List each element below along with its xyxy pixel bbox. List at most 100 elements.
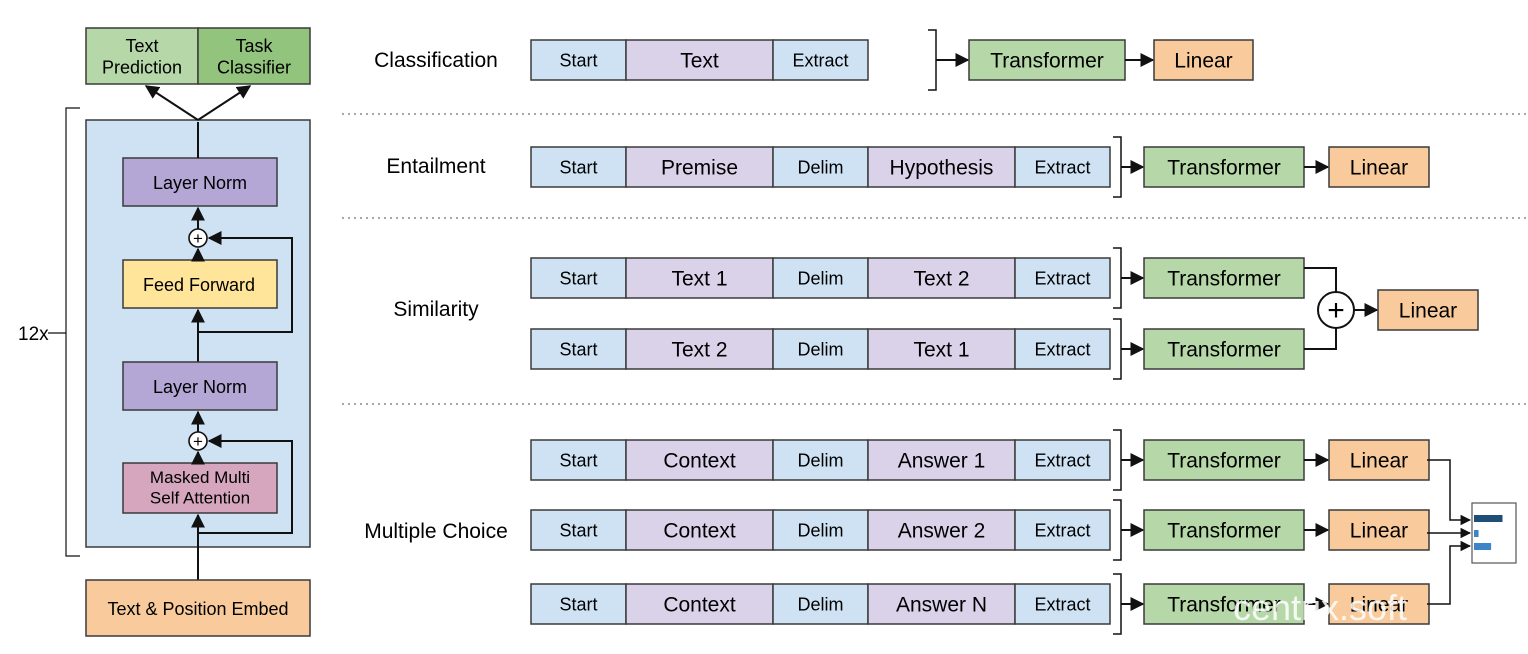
classification-transformer <box>968 39 1126 81</box>
similarity-bracket-1 <box>1113 247 1122 309</box>
similarity-row-1-token-2 <box>772 257 869 299</box>
entailment-transformer-label: Transformer <box>1167 157 1281 180</box>
repeat-label: 12x <box>18 324 49 345</box>
softmax-bar-3 <box>1474 543 1492 550</box>
multiple-choice-row-1-token-label-0: Start <box>559 450 597 470</box>
multiple-choice-row-1-token-label-4: Extract <box>1034 450 1090 470</box>
arrow-to-task-classifier <box>197 85 252 121</box>
entailment-token-2 <box>772 146 869 188</box>
similarity-transformer-2 <box>1143 328 1305 370</box>
similarity-bracket-2 <box>1113 318 1122 380</box>
multiple-choice-row-1-token-label-3: Answer 1 <box>898 450 986 473</box>
multiple-choice-row-2-token-label-2: Delim <box>797 520 843 540</box>
multiple-choice-row-2-token-1 <box>625 509 774 551</box>
multiple-choice-row-2-token-2 <box>772 509 869 551</box>
similarity-merge-top <box>1304 267 1337 292</box>
similarity-row-1-token-1 <box>625 257 774 299</box>
multiple-choice-row-3-token-3 <box>867 583 1016 625</box>
multiple-choice-row-3-token-label-2: Delim <box>797 594 843 614</box>
softmax-box <box>1471 502 1517 564</box>
multiple-choice-linear-label-3: Linear <box>1350 594 1408 617</box>
multiple-choice-row-2-token-0 <box>530 509 627 551</box>
similarity-row-1-token-4 <box>1014 257 1111 299</box>
multiple-choice-row-2-token-label-4: Extract <box>1034 520 1090 540</box>
arrow-to-text-prediction <box>144 85 199 121</box>
multiple-choice-bracket-1 <box>1113 429 1122 491</box>
similarity-row-2-token-label-1: Text 2 <box>671 339 727 362</box>
classification-token-label-1: Text <box>680 50 719 73</box>
masked-self-attention <box>122 462 278 514</box>
entailment-bracket <box>1113 136 1122 198</box>
multiple-choice-row-3-token-label-3: Answer N <box>896 594 987 617</box>
multiple-choice-bracket-3 <box>1113 573 1122 635</box>
classification-linear-label: Linear <box>1174 50 1232 73</box>
multiple-choice-row-3-token-2 <box>772 583 869 625</box>
task-classifier-head <box>197 27 311 85</box>
similarity-merge-bottom <box>1304 328 1337 350</box>
layer-norm-top <box>122 157 278 207</box>
watermark: centrix.soft <box>1233 587 1407 628</box>
multiple-choice-linear-label-1: Linear <box>1350 450 1408 473</box>
similarity-row-1-token-label-0: Start <box>559 268 597 288</box>
text-prediction-head <box>85 27 199 85</box>
classification-linear <box>1153 39 1254 81</box>
multiple-choice-transformer-label-2: Transformer <box>1167 520 1281 543</box>
entailment-token-4 <box>1014 146 1111 188</box>
repeat-bracket <box>65 107 80 557</box>
similarity-row-1-token-0 <box>530 257 627 299</box>
multiple-choice-to-softmax-3 <box>1427 540 1472 605</box>
multiple-choice-row-3-token-0 <box>530 583 627 625</box>
multiple-choice-row-3-token-4 <box>1014 583 1111 625</box>
multiple-choice-row-2-token-label-0: Start <box>559 520 597 540</box>
residual-connection-bottom <box>198 434 293 534</box>
similarity-row-2-token-label-3: Text 1 <box>913 339 969 362</box>
multiple-choice-transformer-label-1: Transformer <box>1167 450 1281 473</box>
similarity-row-2-token-0 <box>530 328 627 370</box>
similarity-transformer-label-2: Transformer <box>1167 339 1281 362</box>
multiple-choice-row-1-token-4 <box>1014 439 1111 481</box>
multiple-choice-row-2-token-label-3: Answer 2 <box>898 520 986 543</box>
multiple-choice-row-1-token-label-2: Delim <box>797 450 843 470</box>
entailment-token-label-3: Hypothesis <box>890 157 994 180</box>
multiple-choice-linear-label-2: Linear <box>1350 520 1408 543</box>
similarity-row-1-token-label-1: Text 1 <box>671 268 727 291</box>
task-label-similarity: Similarity <box>393 298 479 321</box>
entailment-token-label-1: Premise <box>661 157 738 180</box>
classification-bracket <box>928 29 937 91</box>
layer-norm-bottom-label: Layer Norm <box>153 377 247 397</box>
multiple-choice-transformer-1 <box>1143 439 1305 481</box>
multiple-choice-to-softmax-1 <box>1427 459 1472 526</box>
similarity-linear <box>1377 289 1479 331</box>
feed-forward-label: Feed Forward <box>143 275 255 295</box>
similarity-row-1-token-label-3: Text 2 <box>913 268 969 291</box>
similarity-add-symbol: + <box>1327 294 1345 327</box>
similarity-row-2-token-3 <box>867 328 1016 370</box>
multiple-choice-row-3-token-1 <box>625 583 774 625</box>
multiple-choice-row-1-token-label-1: Context <box>663 450 736 473</box>
similarity-row-2-token-label-2: Delim <box>797 339 843 359</box>
classification-token-1 <box>625 39 774 81</box>
entailment-transformer <box>1143 146 1305 188</box>
multiple-choice-bracket-2 <box>1113 499 1122 561</box>
classification-token-label-2: Extract <box>792 50 848 70</box>
layer-norm-bottom <box>122 361 278 411</box>
multiple-choice-linear-2 <box>1328 509 1430 551</box>
classification-token-0 <box>530 39 627 81</box>
similarity-row-1-token-label-4: Extract <box>1034 268 1090 288</box>
task-label-multiple-choice: Multiple Choice <box>364 520 508 543</box>
entailment-linear <box>1328 146 1430 188</box>
multiple-choice-transformer-label-3: Transformer <box>1167 594 1281 617</box>
entailment-linear-label: Linear <box>1350 157 1408 180</box>
softmax-bar-2 <box>1474 530 1479 537</box>
similarity-row-2-token-label-0: Start <box>559 339 597 359</box>
residual-connection-top <box>198 231 293 333</box>
similarity-row-1-token-label-2: Delim <box>797 268 843 288</box>
entailment-token-label-2: Delim <box>797 157 843 177</box>
multiple-choice-row-1-token-0 <box>530 439 627 481</box>
text-position-embed <box>85 579 311 637</box>
